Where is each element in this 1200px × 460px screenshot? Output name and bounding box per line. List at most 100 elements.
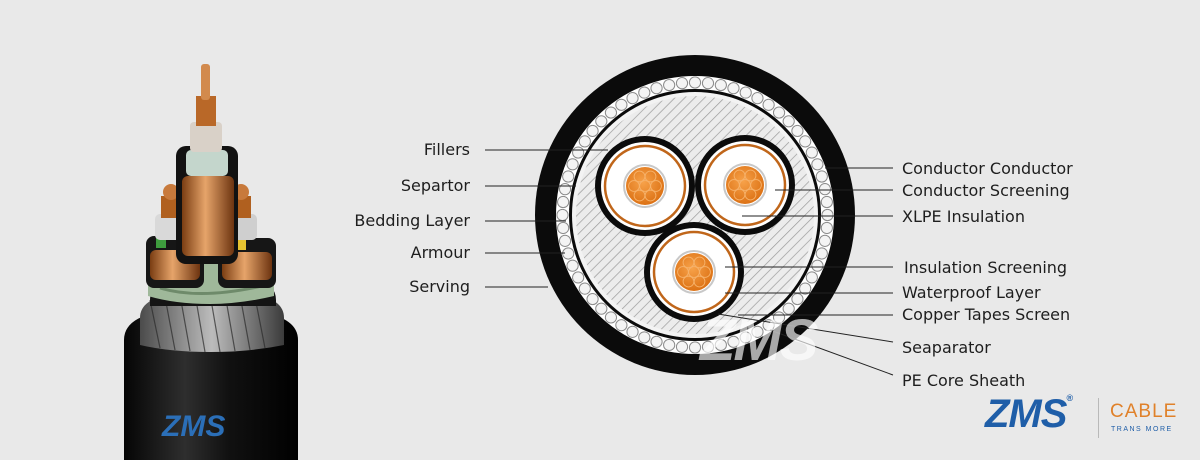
armour-wire [562, 170, 575, 183]
conductor-strand [744, 169, 757, 182]
core-copper-tape [652, 230, 736, 314]
armour-wire [595, 115, 608, 128]
conductor-strand [693, 256, 706, 269]
label-conductor-conductor: Conductor Conductor [902, 159, 1073, 178]
armour-wire [566, 259, 579, 272]
armour-wire [572, 271, 585, 284]
armour-wire [821, 208, 834, 222]
armour-wire [772, 106, 786, 119]
core-screen [623, 164, 667, 208]
label-insulation-screening: Insulation Screening [904, 258, 1067, 277]
leader-lines [485, 149, 894, 376]
brand-registered-mark: ® [1066, 393, 1073, 403]
armour-wire [586, 292, 599, 306]
label-pe-core-sheath: PE Core Sheath [902, 371, 1025, 390]
armour-wire [578, 282, 591, 295]
armour-wire [626, 325, 639, 338]
conductor-strand [733, 188, 746, 201]
conductor-strand [633, 189, 646, 202]
brand-logo: ZMS® [985, 392, 1073, 436]
core [695, 135, 795, 235]
armour-wire [688, 76, 702, 89]
armour-wire [701, 340, 715, 353]
cable-cross-section [535, 55, 855, 375]
armour-wire [688, 341, 702, 354]
label-xlpe-insulation: XLPE Insulation [902, 207, 1025, 226]
armour-wire [727, 335, 740, 348]
armour-wire [638, 86, 651, 99]
leader-line [717, 313, 894, 343]
conductor-strand [739, 179, 751, 191]
armour-wire [675, 77, 689, 90]
label-seaparator: Seaparator [902, 338, 991, 357]
armour-wire [558, 234, 572, 247]
armour-wire [595, 302, 608, 315]
armour-wire [782, 115, 795, 128]
armour-wire [558, 183, 572, 196]
armour-wire [820, 195, 833, 209]
armour-wire [604, 106, 618, 119]
armour-wire [714, 338, 727, 352]
photo-logo: ZMS [161, 410, 225, 443]
conductor-strand [688, 266, 700, 278]
armour-wire [727, 82, 740, 95]
armour-wire [615, 98, 628, 111]
conductor-strand [644, 170, 657, 183]
armour-wire [811, 158, 824, 171]
brand-tagline: TRANS MORE [1111, 426, 1173, 433]
brand-product: CABLE [1110, 401, 1178, 422]
armour-wire [799, 282, 812, 295]
armour-wire [815, 170, 828, 183]
core-conductor [726, 166, 764, 204]
core [644, 222, 744, 322]
armour-wire [799, 135, 812, 148]
core-copper-tape [603, 144, 687, 228]
armour-wire [663, 78, 676, 92]
armour-wire [650, 82, 663, 95]
armour-wire [815, 247, 828, 260]
armour-wire [701, 77, 715, 90]
armour-wire [818, 183, 832, 196]
armour-wire [586, 124, 599, 138]
armour-wire [791, 124, 804, 138]
core-conductor [626, 167, 664, 205]
armour-wire [751, 325, 764, 338]
label-conductor-screening: Conductor Screening [902, 181, 1070, 200]
armour-wire [578, 135, 591, 148]
watermark-logo: ZMS [700, 308, 818, 373]
core-screen [723, 163, 767, 207]
armour-wire [663, 338, 676, 352]
label-group-right: Conductor Conductor Conductor Screening … [902, 159, 1073, 390]
armour-wire [557, 221, 570, 235]
core-conductor [675, 253, 713, 291]
brand-name: ZMS [985, 392, 1067, 436]
armour-wire [762, 98, 775, 111]
cable-photo [124, 64, 298, 460]
armour-wire [675, 340, 689, 353]
label-group-left: Fillers Separtor Bedding Layer Armour Se… [354, 140, 470, 296]
cable-cores [595, 135, 795, 322]
conductor-strand [682, 275, 695, 288]
core-copper-tape [703, 143, 787, 227]
brand-divider [1098, 398, 1099, 438]
label-waterproof-layer: Waterproof Layer [902, 283, 1041, 302]
armour-wire [615, 319, 628, 332]
label-copper-tapes-screen: Copper Tapes Screen [902, 305, 1070, 324]
core-screen [672, 250, 716, 294]
armour-wire [818, 234, 832, 247]
armour-wire [782, 302, 795, 315]
leader-line [769, 329, 894, 376]
armour-wire [650, 335, 663, 348]
armour-wire [820, 221, 833, 235]
armour-wire [557, 195, 570, 209]
core [595, 136, 695, 236]
armour-wire [751, 92, 764, 105]
armour-wire [739, 86, 752, 99]
armour-wire [556, 208, 569, 222]
armour-wire [572, 146, 585, 159]
armour-wire [791, 292, 804, 306]
armour-wire [638, 331, 651, 344]
armour-wire [811, 259, 824, 272]
